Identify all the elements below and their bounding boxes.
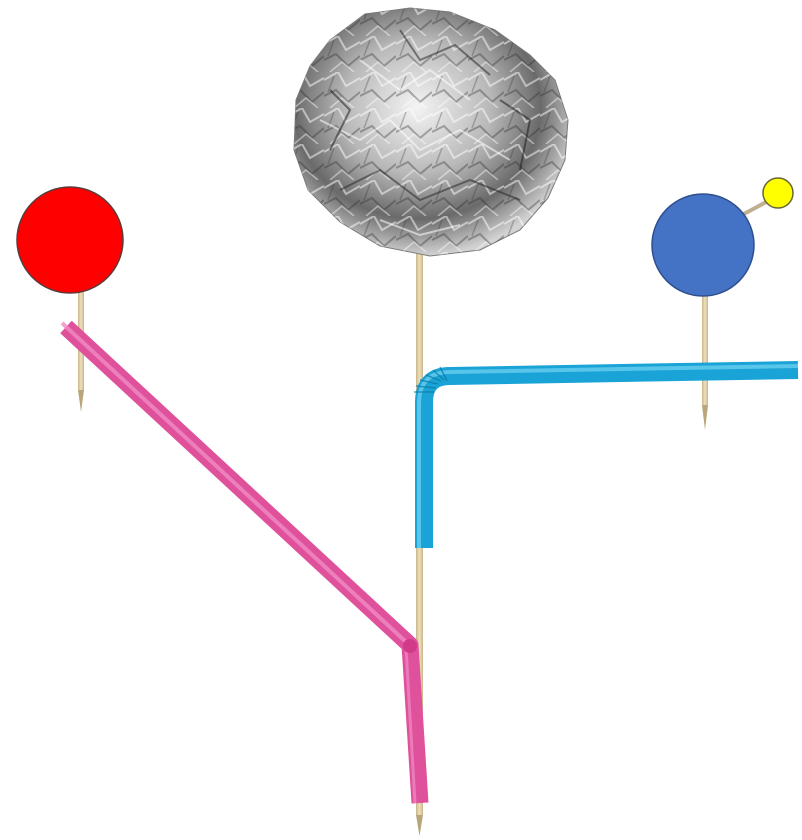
pink-bendy-straw <box>62 323 420 803</box>
blue-ball <box>652 194 754 296</box>
yellow-ball <box>763 178 793 208</box>
foil-ball <box>294 8 568 256</box>
right-skewer <box>702 290 708 430</box>
blue-bendy-straw <box>414 366 798 548</box>
red-ball <box>17 187 123 293</box>
